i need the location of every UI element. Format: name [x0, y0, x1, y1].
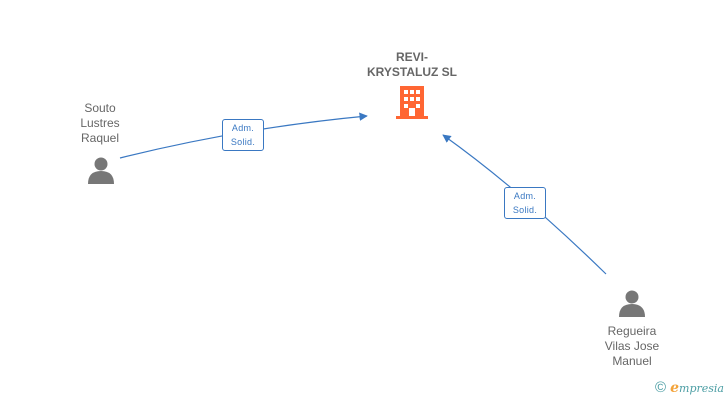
- person-name-souto[interactable]: Souto Lustres Raquel: [60, 101, 140, 146]
- person-name-line: Raquel: [80, 131, 120, 145]
- person-name-line: Lustres: [80, 116, 120, 130]
- person-icon[interactable]: [619, 290, 645, 318]
- edge-label-line: Adm.: [513, 191, 537, 201]
- edge-label-souto[interactable]: Adm. Solid.: [222, 119, 264, 151]
- company-name[interactable]: REVI- KRYSTALUZ SL: [352, 50, 472, 80]
- person-name-line: Regueira: [607, 324, 657, 338]
- edge-label-line: Solid.: [230, 137, 256, 147]
- edge-label-line: Adm.: [231, 123, 255, 133]
- person-name-line: Manuel: [612, 354, 652, 368]
- building-icon[interactable]: [396, 86, 428, 119]
- person-name-line: Souto: [84, 101, 116, 115]
- edge-label-regueira[interactable]: Adm. Solid.: [504, 187, 546, 219]
- empresia-watermark: © e mpresia: [655, 379, 724, 397]
- brand-logo-text: mpresia: [679, 381, 724, 395]
- person-name-regueira[interactable]: Regueira Vilas Jose Manuel: [582, 324, 682, 369]
- person-icon[interactable]: [88, 157, 114, 185]
- copyright-icon: ©: [655, 379, 667, 396]
- brand-logo-initial: e: [670, 380, 680, 396]
- company-name-line: REVI-: [395, 50, 428, 64]
- company-name-line: KRYSTALUZ SL: [367, 65, 457, 79]
- person-name-line: Vilas Jose: [604, 339, 660, 353]
- edge-label-line: Solid.: [512, 205, 538, 215]
